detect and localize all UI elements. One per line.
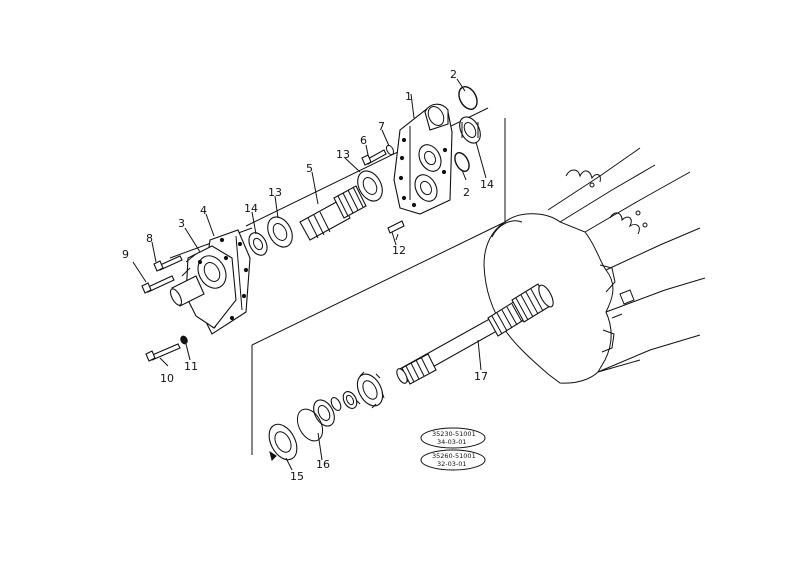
washer-11 [180, 335, 188, 345]
callout-3: 3 [178, 217, 185, 230]
bolt-12 [387, 220, 405, 246]
callout-14-left: 14 [244, 202, 258, 215]
bearing-13-right [357, 170, 383, 202]
callout-13-right: 13 [336, 148, 350, 161]
drive-gear-shaft-5 [299, 185, 367, 241]
part-number-stamp-2: 35260-51001 32-03-01 [420, 449, 486, 471]
leader-lines [132, 78, 487, 371]
bolt-9 [141, 275, 175, 294]
callout-6: 6 [360, 134, 367, 147]
bolt-10 [145, 343, 181, 362]
oil-seal-15 [268, 423, 298, 471]
bearing-14-left [248, 232, 268, 256]
bearing-13-left [267, 216, 293, 248]
callout-16: 16 [316, 458, 330, 471]
callout-5: 5 [306, 162, 313, 175]
stamp-2-line2: 32-03-01 [437, 460, 467, 468]
callout-14-right: 14 [480, 178, 494, 191]
bolt-8 [153, 255, 183, 272]
callout-11: 11 [184, 360, 198, 373]
o-ring-2-upper [458, 86, 478, 110]
gear-case-1 [393, 103, 453, 215]
callout-9: 9 [122, 248, 129, 261]
callout-2-upper: 2 [450, 68, 457, 81]
callout-10: 10 [160, 372, 174, 385]
o-ring-2-lower [454, 152, 470, 172]
bearing-16 [296, 399, 335, 461]
stamp-1-line1: 35230-51001 [432, 430, 476, 438]
part-number-stamp-1: 35230-51001 34-03-01 [420, 427, 486, 449]
callout-4: 4 [200, 204, 207, 217]
stamp-1-line2: 34-03-01 [437, 438, 467, 446]
callout-2-lower: 2 [463, 186, 470, 199]
rear-gear-set [330, 371, 385, 412]
pto-cover-3 [169, 245, 237, 329]
bolt-6 [361, 149, 387, 166]
callout-12: 12 [392, 244, 406, 257]
callouts: 1 2 2 3 4 5 6 7 8 9 10 11 12 13 13 14 14… [122, 68, 494, 483]
pin-7 [385, 144, 395, 156]
transmission-housing [483, 147, 706, 384]
callout-1: 1 [405, 90, 412, 103]
callout-13-left: 13 [268, 186, 282, 199]
bearing-14-right [459, 116, 481, 144]
callout-7: 7 [378, 120, 385, 133]
callout-15: 15 [290, 470, 304, 483]
callout-17: 17 [474, 370, 488, 383]
main-shaft [396, 283, 554, 385]
stamp-2-line1: 35260-51001 [432, 452, 476, 460]
callout-8: 8 [146, 232, 153, 245]
